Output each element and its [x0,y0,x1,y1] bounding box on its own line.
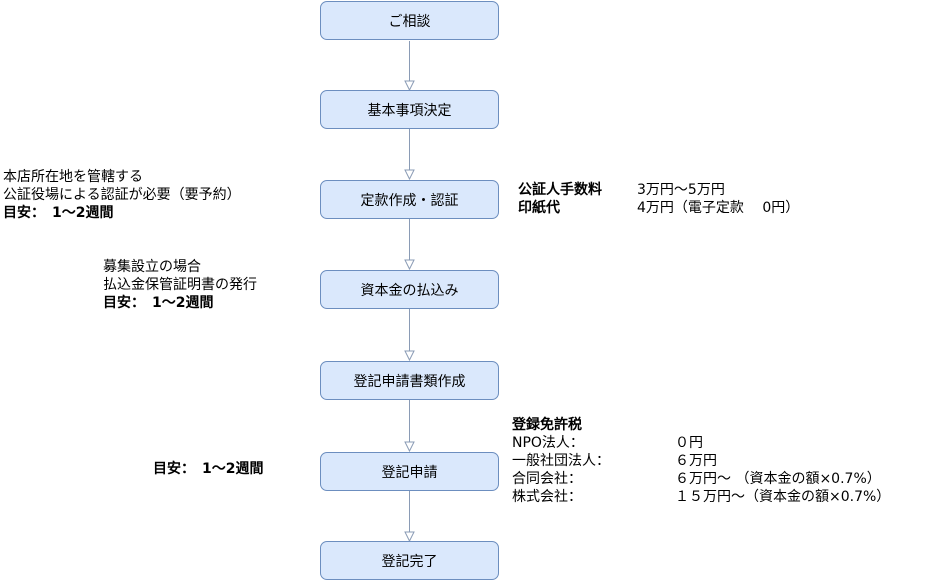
stamp-label: 印紙代 [518,200,560,216]
note-line: 払込金保管証明書の発行 [103,277,257,293]
step-registration: 登記申請 [320,452,499,491]
step-label: 登記完了 [381,553,438,570]
tax-row: NPO法人： ０円 [512,434,890,452]
step-label: ご相談 [388,13,431,30]
tax-label: 合同会社： [512,471,582,487]
stamp-row: 印紙代 4万円（電子定款 0円） [518,199,799,217]
stamp-value: 4万円（電子定款 0円） [637,200,800,216]
step-documents: 登記申請書類作成 [320,361,499,400]
note-duration: 目安： 1〜2週間 [103,295,214,311]
tax-label: 一般社団法人： [512,453,610,469]
note-line: 本店所在地を管轄する [3,169,143,185]
arrowhead-6 [404,531,415,543]
step-basic-decisions: 基本事項決定 [320,90,499,129]
fee-row: 公証人手数料 3万円〜5万円 [518,181,799,199]
step-consultation: ご相談 [320,1,499,40]
fee-value: 3万円〜5万円 [637,182,725,198]
fee-label: 公証人手数料 [518,182,602,198]
tax-value: ６万円 [675,453,717,469]
step-completion: 登記完了 [320,541,499,580]
tax-label: NPO法人： [512,435,584,451]
tax-row: 一般社団法人： ６万円 [512,452,890,470]
note-registration-left: 目安： 1〜2週間 [153,461,264,477]
note-articles-left: 本店所在地を管轄する 公証役場による認証が必要（要予約） 目安： 1〜2週間 [3,168,241,222]
step-label: 登記申請 [381,464,438,481]
tax-row: 合同会社： ６万円〜 （資本金の額×0.7%） [512,470,890,488]
arrowhead-4 [404,350,415,362]
step-label: 資本金の払込み [360,282,459,299]
step-label: 定款作成・認証 [360,192,459,209]
tax-value: １５万円〜（資本金の額×0.7%） [675,489,891,505]
arrowhead-1 [404,80,415,92]
step-articles: 定款作成・認証 [320,180,499,219]
arrowhead-2 [404,169,415,181]
arrowhead-5 [404,441,415,453]
tax-row: 株式会社： １５万円〜（資本金の額×0.7%） [512,488,890,506]
tax-value: ０円 [675,435,703,451]
note-capital-left: 募集設立の場合 払込金保管証明書の発行 目安： 1〜2週間 [103,258,257,312]
step-capital-payment: 資本金の払込み [320,270,499,309]
note-duration: 目安： 1〜2週間 [3,205,114,221]
arrowhead-3 [404,259,415,271]
note-line: 募集設立の場合 [103,259,201,275]
tax-value: ６万円〜 （資本金の額×0.7%） [675,471,881,487]
tax-label: 株式会社： [512,489,582,505]
note-line: 公証役場による認証が必要（要予約） [3,187,241,203]
note-registration-right: 登録免許税 NPO法人： ０円 一般社団法人： ６万円 合同会社： ６万円〜 （… [512,416,890,506]
step-label: 登記申請書類作成 [353,373,466,390]
step-label: 基本事項決定 [367,102,452,119]
note-articles-right: 公証人手数料 3万円〜5万円 印紙代 4万円（電子定款 0円） [518,181,799,217]
tax-title: 登録免許税 [512,417,582,433]
